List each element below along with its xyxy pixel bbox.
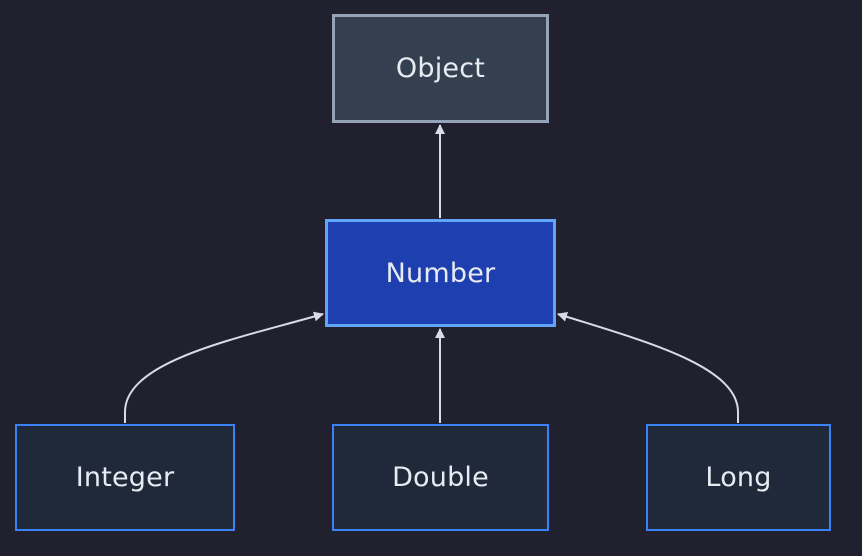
edge-integer-to-number (124, 311, 324, 423)
node-long: Long (646, 424, 831, 531)
node-double: Double (332, 424, 549, 531)
node-object-label: Object (395, 53, 486, 84)
node-object: Object (332, 14, 549, 123)
node-integer: Integer (15, 424, 235, 531)
node-long-label: Long (705, 462, 772, 493)
node-number-label: Number (385, 257, 496, 289)
node-double-label: Double (392, 462, 489, 493)
edge-long-to-number (557, 311, 739, 423)
node-integer-label: Integer (75, 462, 175, 493)
node-number: Number (325, 219, 556, 327)
